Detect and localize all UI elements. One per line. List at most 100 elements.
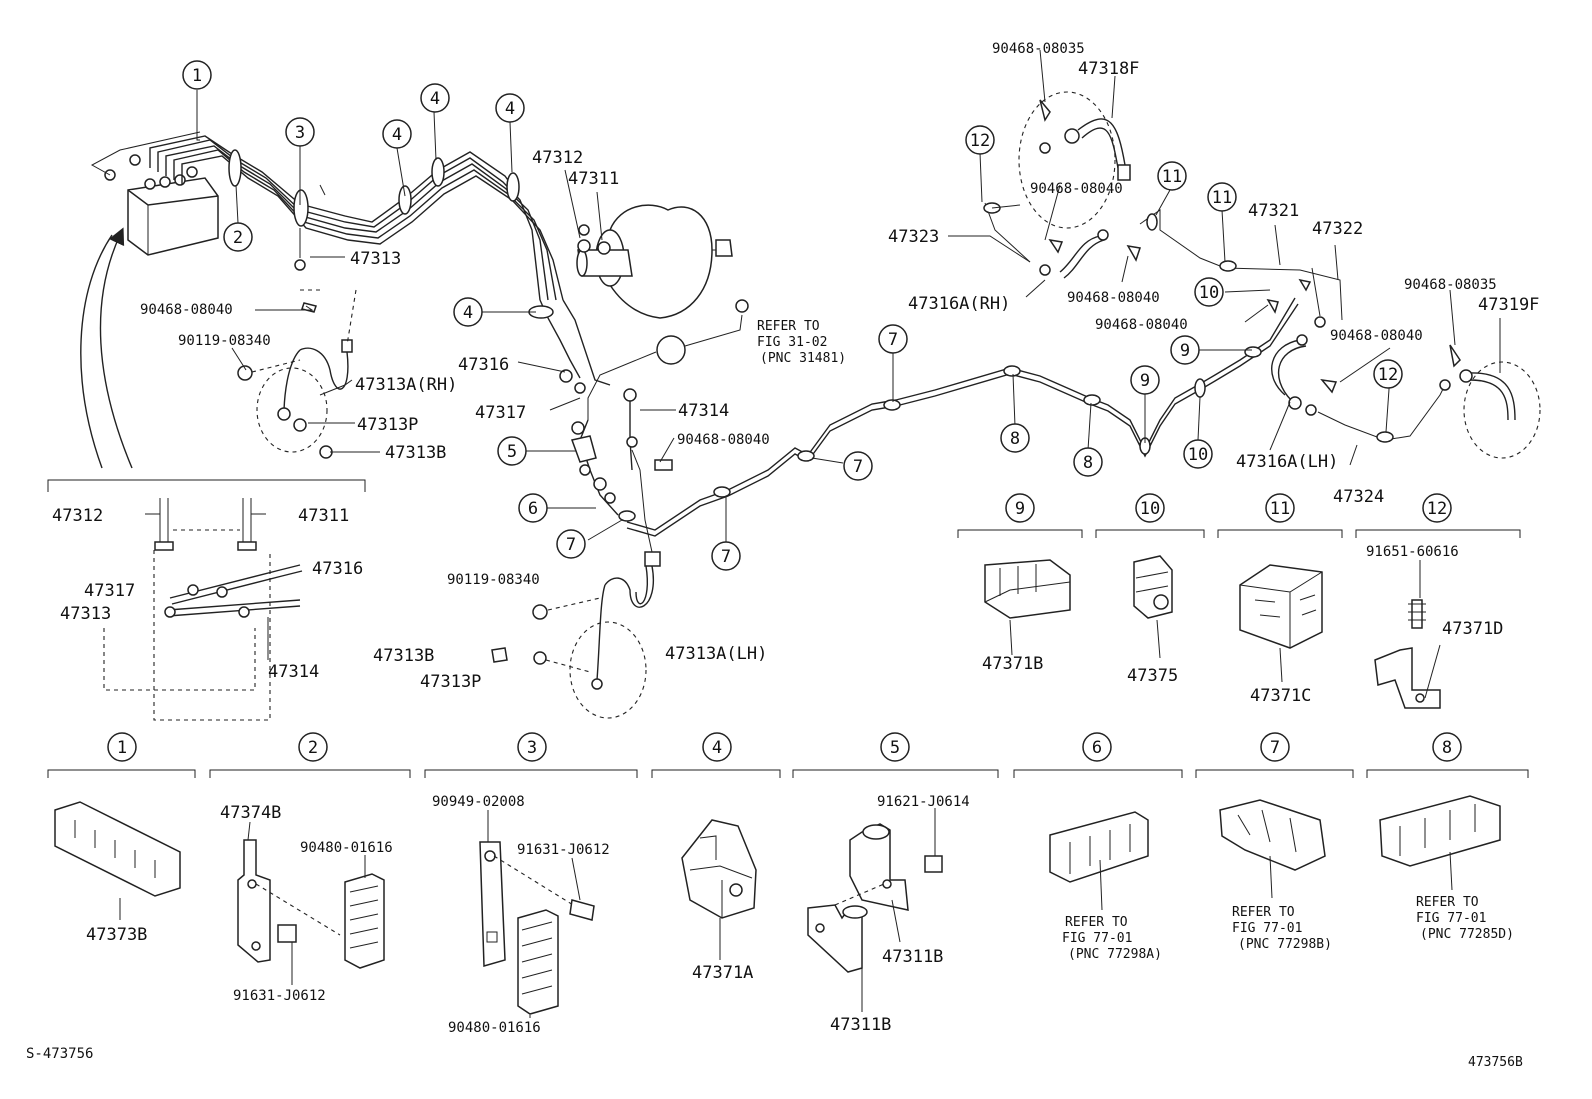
svg-text:12: 12: [1427, 499, 1447, 519]
label-47324: 47324: [1333, 487, 1384, 507]
label-91631-J0612-b: 91631-J0612: [517, 842, 610, 858]
callout-11-detail: 11: [1265, 493, 1295, 523]
clamp-47371A: [681, 819, 757, 919]
label-47373B: 47373B: [86, 925, 147, 945]
callout-8-a: 8: [1000, 423, 1030, 453]
label-90949-02008: 90949-02008: [432, 794, 525, 810]
label-90468-08035-a: 90468-08035: [992, 41, 1085, 57]
label-47311-a: 47311: [568, 169, 619, 189]
callout-6-mid: 6: [518, 493, 548, 523]
callout-10-b: 10: [1194, 277, 1224, 307]
svg-text:4: 4: [505, 99, 515, 119]
label-91621-J0614: 91621-J0614: [877, 794, 970, 810]
label-91631-J0612-a: 91631-J0612: [233, 988, 326, 1004]
clamp-47375: [1133, 555, 1173, 619]
svg-text:8: 8: [1083, 453, 1093, 473]
label-47314-inset: 47314: [268, 662, 319, 682]
svg-text:2: 2: [233, 228, 243, 248]
ref-8-line2: FIG 77-01: [1416, 911, 1486, 926]
label-90468-08040-e: 90468-08040: [1095, 317, 1188, 333]
svg-text:9: 9: [1015, 499, 1025, 519]
callout-7-b: 7: [711, 541, 741, 571]
bracket-47374B: [237, 839, 341, 963]
svg-text:7: 7: [853, 457, 863, 477]
svg-text:12: 12: [970, 131, 990, 151]
leader-lines: [119, 49, 1501, 1018]
svg-text:10: 10: [1140, 499, 1160, 519]
label-47316A-LH: 47316A(LH): [1236, 452, 1338, 472]
label-90468-08040-b: 90468-08040: [677, 432, 770, 448]
label-47311B-a: 47311B: [882, 947, 943, 967]
callout-12-b: 12: [1373, 359, 1403, 389]
ref-6-line3: (PNC 77298A): [1068, 947, 1162, 962]
label-47322: 47322: [1312, 219, 1363, 239]
svg-text:11: 11: [1162, 167, 1182, 187]
label-90468-08040-a: 90468-08040: [140, 302, 233, 318]
label-47312-a: 47312: [532, 148, 583, 168]
svg-text:11: 11: [1212, 188, 1232, 208]
svg-text:10: 10: [1199, 283, 1219, 303]
clamp-90480-01616-a: [344, 873, 385, 969]
clamp-47373B: [54, 801, 181, 897]
svg-text:5: 5: [890, 738, 900, 758]
label-47375: 47375: [1127, 666, 1178, 686]
front-union-assembly: [559, 369, 673, 553]
clamp-47371B: [984, 559, 1071, 619]
label-90480-01616-a: 90480-01616: [300, 840, 393, 856]
label-47323: 47323: [888, 227, 939, 247]
label-47317-a: 47317: [475, 403, 526, 423]
callout-4-d: 4: [453, 297, 483, 327]
label-90468-08040-c: 90468-08040: [1030, 181, 1123, 197]
svg-text:9: 9: [1180, 341, 1190, 361]
callout-12-a: 12: [965, 125, 995, 155]
svg-text:6: 6: [1092, 738, 1102, 758]
label-47313-inset: 47313: [60, 604, 111, 624]
label-47318F: 47318F: [1078, 59, 1139, 79]
callout-1-top: 1: [182, 60, 212, 90]
label-90119-08340-b: 90119-08340: [447, 572, 540, 588]
callout-6-detail: 6: [1082, 732, 1112, 762]
callout-4-detail: 4: [702, 732, 732, 762]
detail-row-bottom: [47, 769, 1529, 778]
callout-11-b: 11: [1207, 182, 1237, 212]
label-47313A-RH: 47313A(RH): [355, 375, 457, 395]
front-rh-flex-hose: [237, 289, 357, 459]
label-47317-inset: 47317: [84, 581, 135, 601]
figure-code-right: 473756B: [1468, 1055, 1523, 1070]
svg-text:2: 2: [308, 738, 318, 758]
label-47313P-a: 47313P: [357, 415, 418, 435]
clamp-47371C: [1239, 564, 1323, 649]
clamp-77298B: [1219, 799, 1326, 871]
svg-text:5: 5: [507, 442, 517, 462]
label-90468-08040-d: 90468-08040: [1067, 290, 1160, 306]
svg-text:3: 3: [295, 123, 305, 143]
callout-circles: 1 2 3 4 4 4 4 5 6 7 7 7 7 8 8 9 9 10 10 …: [107, 60, 1462, 762]
inset-detail: [47, 479, 366, 721]
label-91651-60616: 91651-60616: [1366, 544, 1459, 560]
ref-7-line3: (PNC 77298B): [1238, 937, 1332, 952]
clamp-90480-01616-b: [517, 909, 559, 1015]
label-90119-08340-a: 90119-08340: [178, 333, 271, 349]
ref-31-line2: FIG 31-02: [757, 335, 827, 350]
callout-9-detail: 9: [1005, 493, 1035, 523]
detail-row-top: [957, 529, 1521, 538]
callout-11-a: 11: [1157, 161, 1187, 191]
callout-4-c: 4: [495, 93, 525, 123]
callout-8-b: 8: [1073, 447, 1103, 477]
bracket-47311B: [807, 823, 943, 973]
clamp-47371D: [1374, 599, 1441, 709]
brake-booster: [576, 204, 733, 319]
label-47313A-LH: 47313A(LH): [665, 644, 767, 664]
callout-7-a: 7: [556, 529, 586, 559]
svg-text:8: 8: [1010, 429, 1020, 449]
svg-text:3: 3: [527, 738, 537, 758]
front-lh-flex-hose: [491, 551, 661, 719]
label-47316-inset: 47316: [312, 559, 363, 579]
label-47371B: 47371B: [982, 654, 1043, 674]
label-90468-08035-b: 90468-08035: [1404, 277, 1497, 293]
ref-6-line1: REFER TO: [1065, 915, 1128, 930]
svg-text:11: 11: [1270, 499, 1290, 519]
svg-text:4: 4: [392, 125, 402, 145]
callout-2-detail: 2: [298, 732, 328, 762]
callout-1-detail: 1: [107, 732, 137, 762]
